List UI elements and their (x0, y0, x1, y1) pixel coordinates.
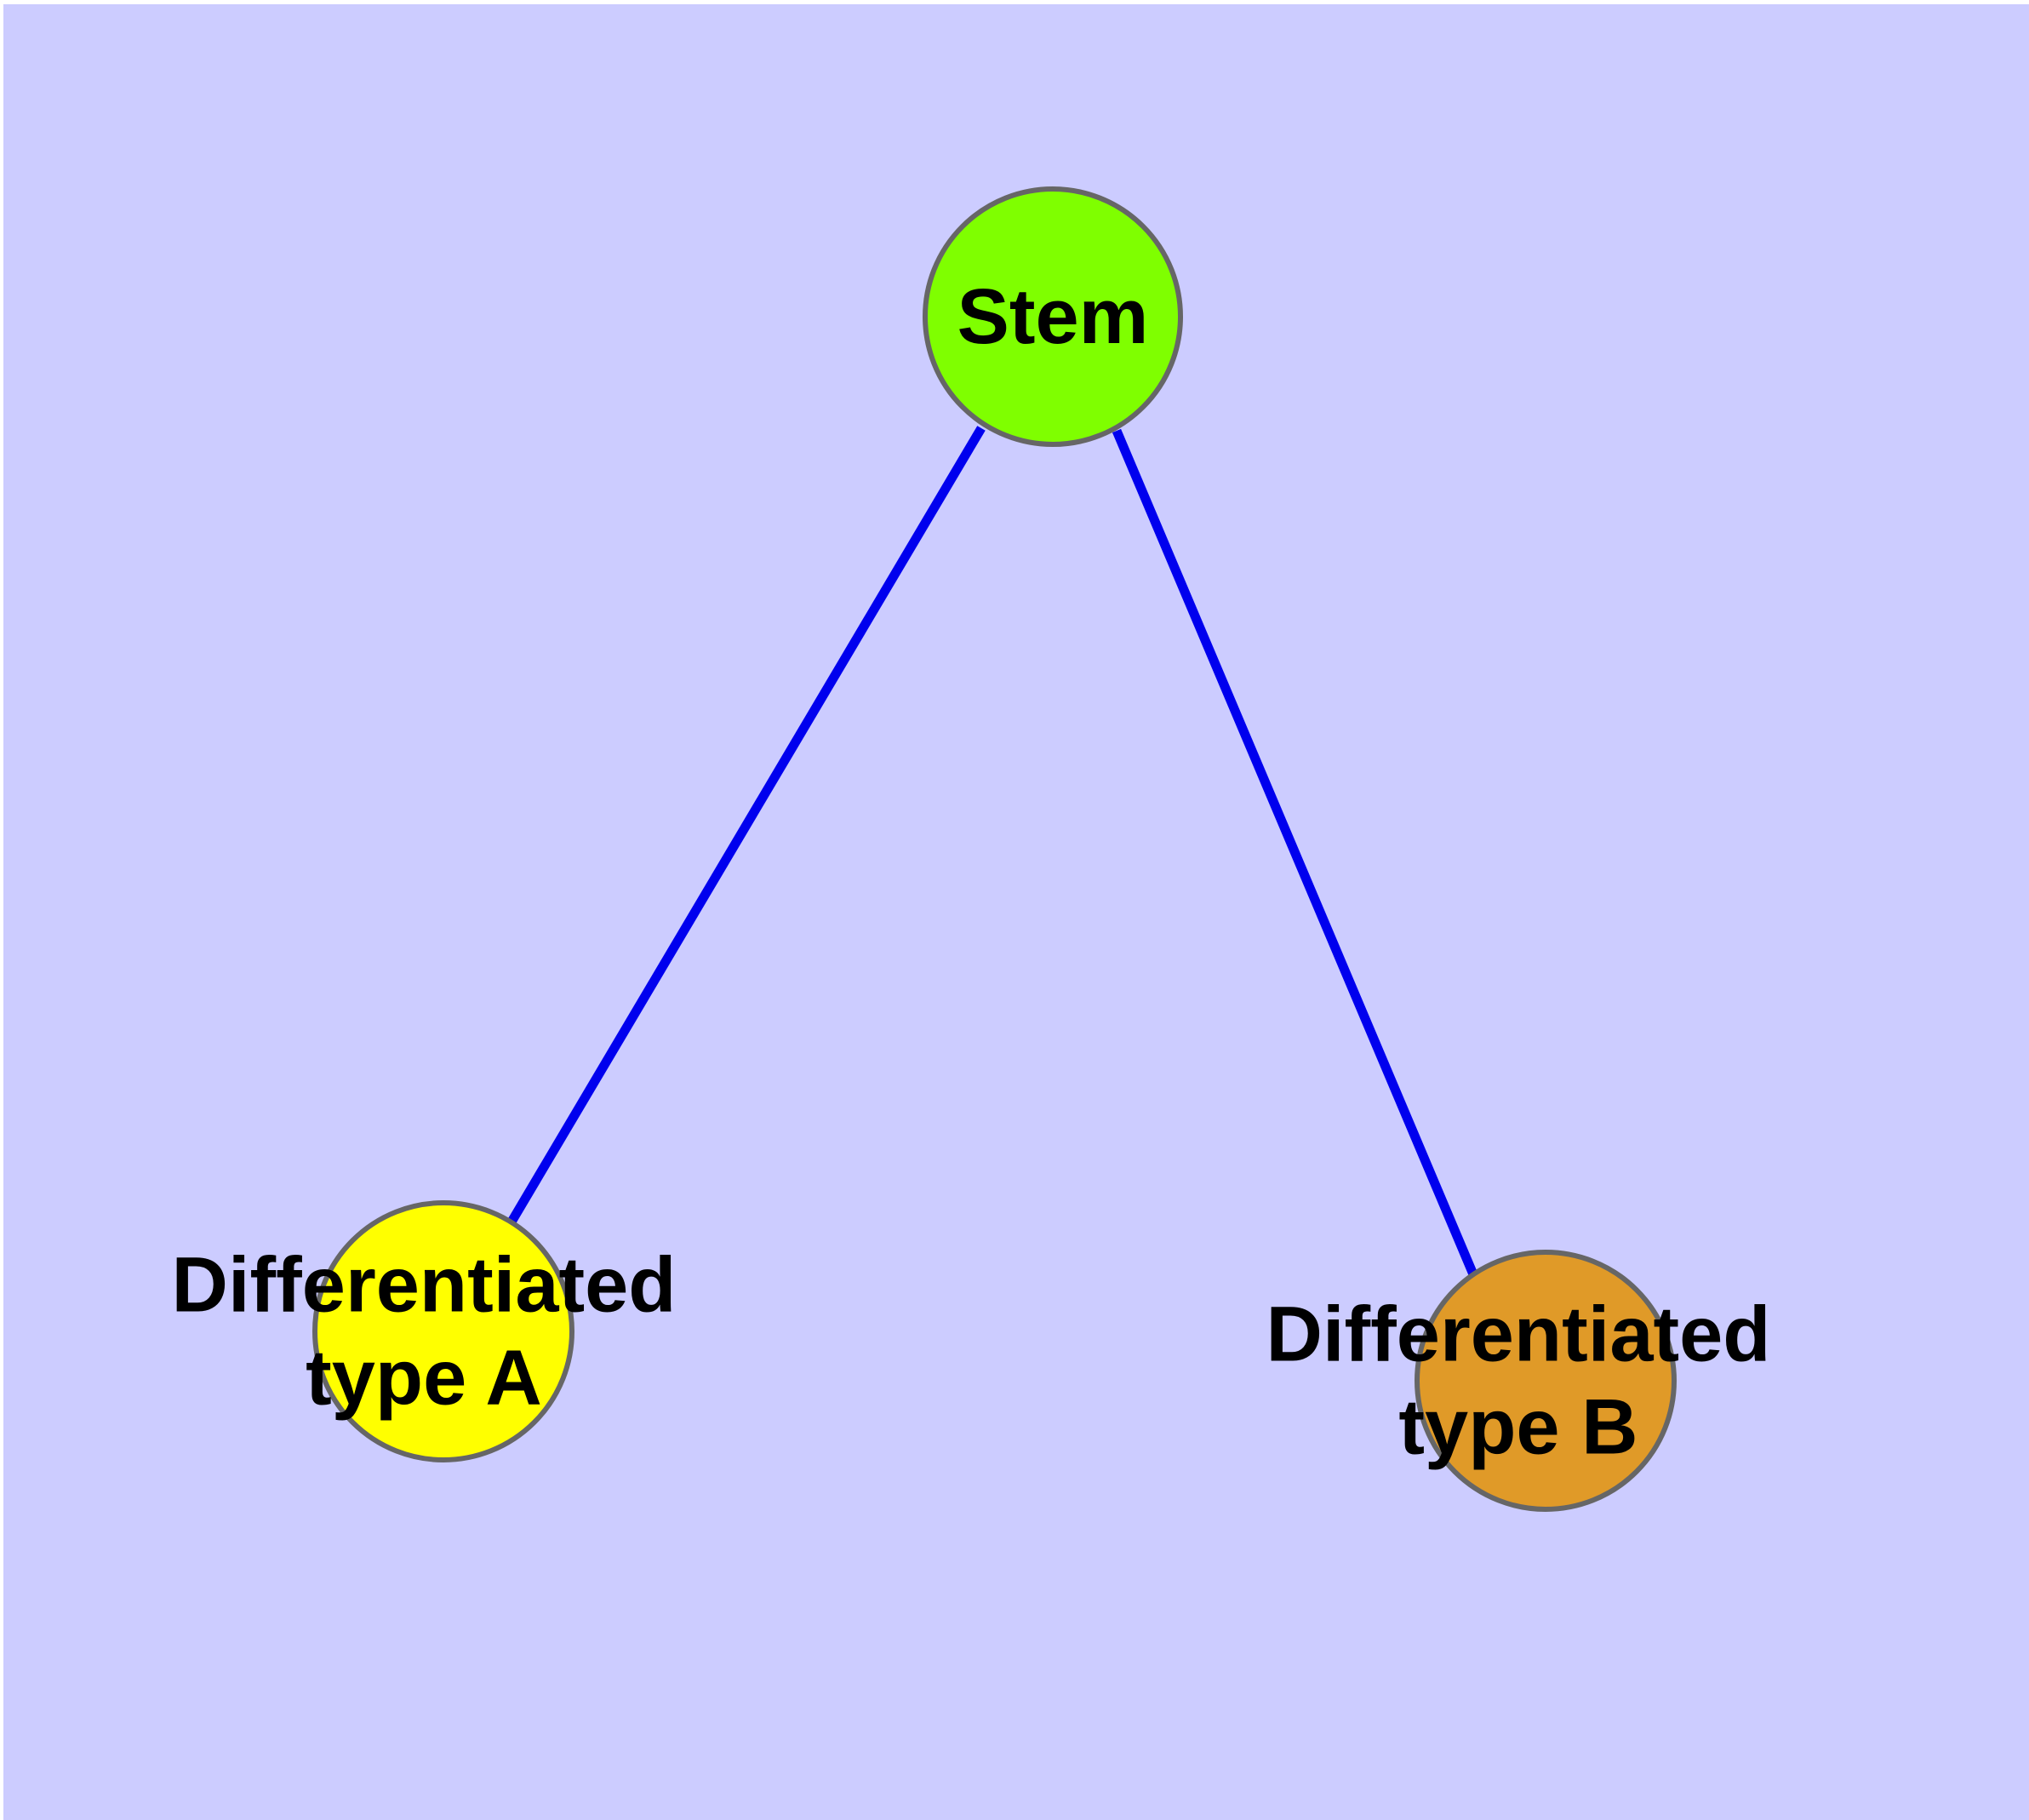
node-circle-diff_a[interactable] (312, 1200, 574, 1462)
edges-layer (506, 426, 1478, 1277)
graph-edge-stem-to-diff-a[interactable] (506, 426, 986, 1226)
node-label-line: type B (1398, 1383, 1637, 1470)
node-label-stem: Stem (957, 273, 1149, 360)
node-circle-stem[interactable] (923, 186, 1183, 447)
node-label-line: type A (306, 1334, 542, 1421)
graph-node-stem[interactable]: Stem (923, 186, 1183, 447)
node-label-line: Differentiated (172, 1242, 677, 1329)
node-circle-diff_b[interactable] (1415, 1250, 1677, 1512)
node-label-line: Differentiated (1266, 1291, 1771, 1378)
graph-edge-stem-to-diff-b[interactable] (1112, 428, 1478, 1277)
node-label-line: Stem (957, 273, 1149, 360)
